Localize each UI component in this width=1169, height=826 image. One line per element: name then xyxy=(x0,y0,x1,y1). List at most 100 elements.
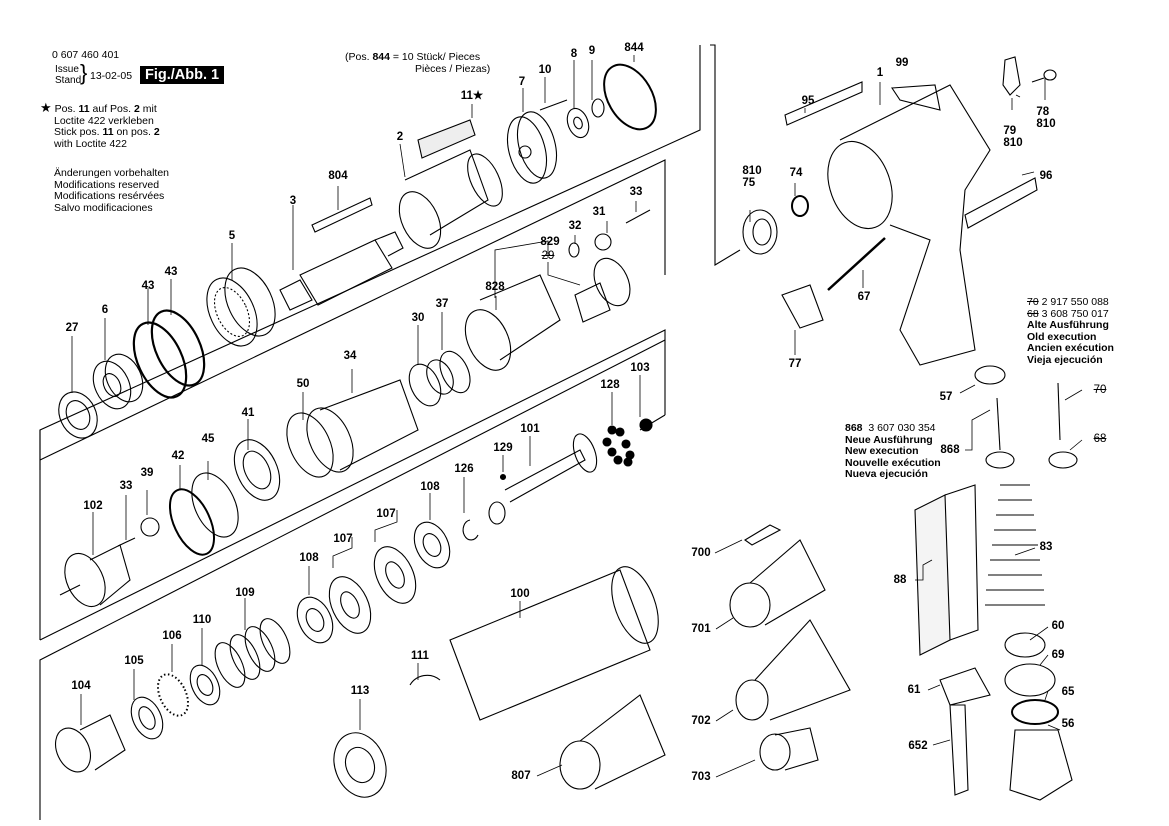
part-label-68-obsolete: 68 xyxy=(1093,433,1107,445)
part-label-78-qty: 810 xyxy=(1036,118,1056,130)
part-113-nut xyxy=(325,725,395,804)
issue-date: 13-02-05 xyxy=(90,70,133,82)
part-label-100: 100 xyxy=(510,588,530,600)
part-9-ring xyxy=(592,99,604,117)
old-execution-de: Alte Ausführung xyxy=(1027,319,1109,331)
new-execution-es: Nueva ejecución xyxy=(845,468,928,480)
part-69-ring xyxy=(1005,664,1055,696)
part-99-label xyxy=(892,85,940,110)
part-label-43a: 43 xyxy=(141,280,155,292)
leader-lines xyxy=(72,55,1082,777)
part-31-gear xyxy=(595,234,611,250)
old-execution-note: 70 2 917 550 088 68 3 608 750 017 Alte A… xyxy=(1027,296,1114,366)
part-41-bearing xyxy=(225,433,288,508)
part-label-39: 39 xyxy=(140,467,154,479)
part-32-needle xyxy=(569,243,579,257)
pieces-note-text: (Pos. xyxy=(345,51,373,63)
part-label-703: 703 xyxy=(691,771,711,783)
part-label-45: 45 xyxy=(201,433,215,445)
part-804-blade xyxy=(312,198,372,232)
part-label-70-obsolete: 70 xyxy=(1093,384,1107,396)
part-label-844: 844 xyxy=(624,42,644,54)
star-note: ★ Pos. 11 auf Pos. 2 mit Loctite 422 ver… xyxy=(40,100,160,150)
part-label-102: 102 xyxy=(83,500,103,512)
part-label-57: 57 xyxy=(939,391,953,403)
note-text: mit xyxy=(139,103,157,115)
part-702-nosepiece xyxy=(736,620,850,720)
part-107-ring-b xyxy=(366,540,424,610)
part-828-ring-gear xyxy=(456,275,560,377)
part-label-128: 128 xyxy=(600,379,620,391)
part-39-gear xyxy=(141,518,159,536)
part-label-807: 807 xyxy=(511,770,531,782)
part-83-spring xyxy=(985,485,1045,605)
part-label-10: 10 xyxy=(538,64,552,76)
part-34-cylinder xyxy=(298,380,418,479)
brace: } xyxy=(80,60,88,85)
modifications-es: Salvo modificaciones xyxy=(54,201,153,214)
note-line: with Loctite 422 xyxy=(54,137,127,150)
part-30-bearing-plate xyxy=(403,356,458,411)
part-label-108a: 108 xyxy=(420,481,440,493)
part-108-washer-b xyxy=(290,591,339,648)
part-label-83: 83 xyxy=(1039,541,1053,553)
part-111-clip xyxy=(410,675,440,685)
part-129-ball xyxy=(501,475,506,480)
part-label-8: 8 xyxy=(570,48,578,60)
part-10-pin xyxy=(540,100,567,110)
new-execution-fr: Nouvelle exécution xyxy=(845,456,941,469)
issue-label-en: Issue xyxy=(55,64,79,75)
part-label-7: 7 xyxy=(518,76,526,88)
old-number-68: 3 608 750 017 xyxy=(1041,307,1109,320)
part-label-60: 60 xyxy=(1051,620,1065,632)
part-label-29-obsolete: 29 xyxy=(541,250,555,262)
part-61-part xyxy=(940,668,990,705)
part-109-spring xyxy=(209,614,296,692)
star-icon: ★ xyxy=(40,100,52,115)
part-label-30: 30 xyxy=(411,312,425,324)
part-label-804: 804 xyxy=(328,170,348,182)
part-110-washer xyxy=(184,660,225,709)
part-3-rotor xyxy=(280,232,403,310)
part-label-42: 42 xyxy=(171,450,185,462)
part-label-65: 65 xyxy=(1061,686,1075,698)
modifications-note: Änderungen vorbehalten Modifications res… xyxy=(54,167,169,214)
part-label-9: 9 xyxy=(588,45,596,57)
old-pos-70: 70 xyxy=(1027,296,1039,308)
part-7-end-plate xyxy=(501,107,563,187)
part-label-88: 88 xyxy=(893,574,907,586)
part-57-seal xyxy=(975,366,1005,384)
part-label-37: 37 xyxy=(435,298,449,310)
part-number: 0 607 460 401 xyxy=(52,49,120,61)
part-label-126: 126 xyxy=(454,463,474,475)
part-701-nosepiece xyxy=(730,540,825,627)
part-label-701: 701 xyxy=(691,623,711,635)
part-label-34: 34 xyxy=(343,350,357,362)
part-label-41: 41 xyxy=(241,407,255,419)
part-103-ball xyxy=(640,419,652,431)
old-execution-en: Old execution xyxy=(1027,330,1097,343)
note-pos: 2 xyxy=(133,103,140,115)
part-label-69: 69 xyxy=(1051,649,1065,661)
part-label-829: 829 xyxy=(540,236,560,248)
part-37-shim xyxy=(434,347,476,398)
part-68-valve-old xyxy=(1049,452,1077,468)
part-101-shaft xyxy=(489,431,601,524)
part-label-107a: 107 xyxy=(333,533,353,545)
part-652-hose-fitting xyxy=(950,705,968,795)
part-70-valve-stem-old xyxy=(1058,383,1060,440)
old-execution-fr: Ancien exécution xyxy=(1027,342,1114,354)
part-label-99: 99 xyxy=(895,57,909,69)
part-106-balls-ring xyxy=(152,670,194,721)
part-43-o-rings xyxy=(123,302,215,405)
part-label-652: 652 xyxy=(908,740,928,752)
part-703-adapter xyxy=(760,728,818,770)
part-8-bearing xyxy=(563,105,592,140)
part-105-ring xyxy=(125,692,169,744)
part-107-ring-a xyxy=(321,570,379,640)
part-868-valve-new xyxy=(986,398,1014,468)
part-2-cylinder xyxy=(391,149,510,255)
part-label-75-qty: 810 xyxy=(742,165,762,177)
